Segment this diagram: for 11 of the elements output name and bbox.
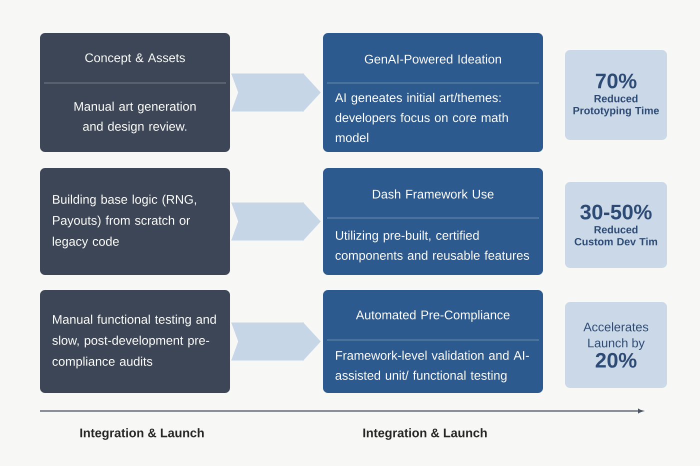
process-box: Automated Pre-Compliance Framework-level validation and AI-assisted unit/ functional testing: [323, 290, 543, 393]
metric-badge: 70% Reduced Prototyping Time: [565, 50, 667, 140]
metric-badge: Accelerates Launch by 20%: [565, 302, 667, 388]
process-box: Dash Framework Use Utilizing pre-built, certified components and reusable features: [323, 168, 543, 275]
metric-badge: 30-50% Reduced Custom Dev Tim: [565, 182, 667, 268]
process-box: Building base logic (RNG, Payouts) from scratch or legacy code: [40, 168, 230, 275]
process-box: Manual functional testing and slow, post-development pre-compliance audits: [40, 290, 230, 393]
axis-label: Integration & Launch: [80, 428, 204, 440]
process-box: GenAI-Powered Ideation AI geneates initial art/themes: developers focus on core math model: [323, 33, 543, 152]
process-box: Concept & Assets Manual art generation and design review.: [40, 33, 230, 152]
axis-label: Integration & Launch: [363, 428, 487, 440]
